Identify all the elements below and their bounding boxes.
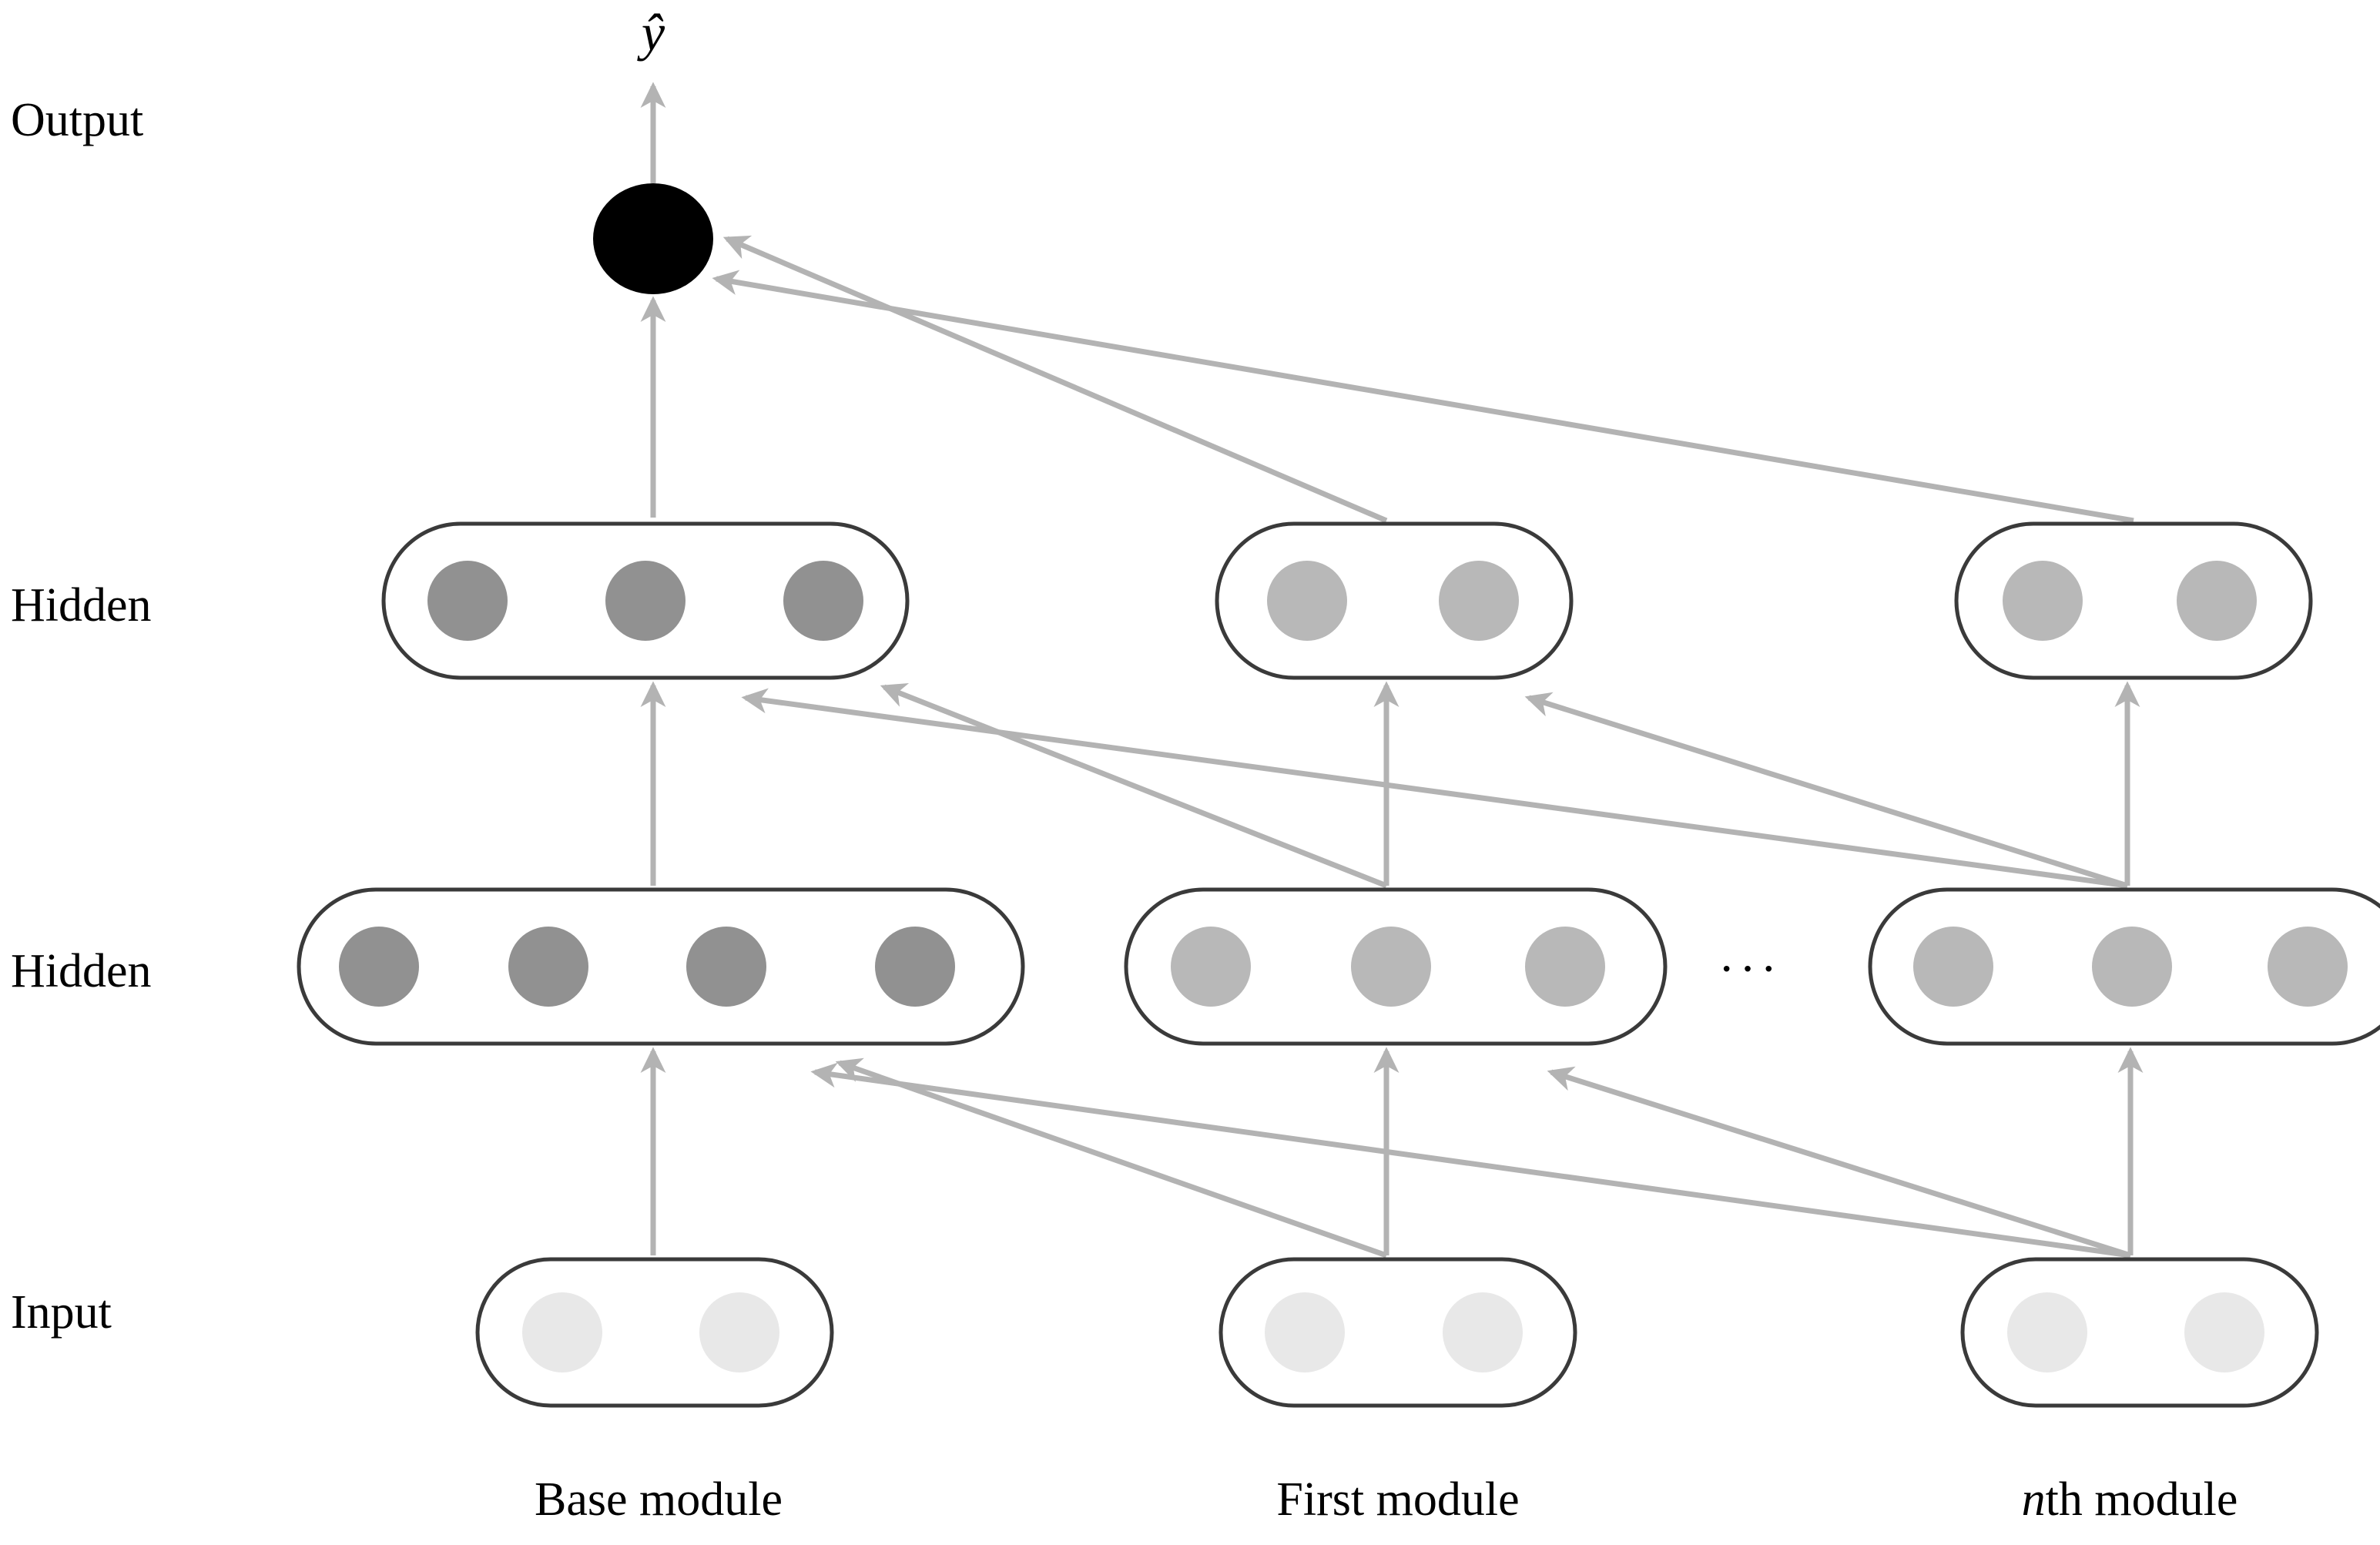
output-node-group bbox=[593, 183, 713, 294]
module-label-first-text: First module bbox=[1276, 1473, 1520, 1526]
neuron-first-input-1[interactable] bbox=[1443, 1292, 1523, 1372]
capsule-nth-hidden-upper[interactable] bbox=[1954, 521, 2313, 680]
neuron-first-hidden-upper-1[interactable] bbox=[1439, 561, 1519, 641]
arrow-nth-input-to-base-hidden-lower bbox=[810, 1062, 2131, 1258]
arrow-first-hidden-upper-to-output bbox=[722, 235, 1388, 524]
module-label-base-text: Base module bbox=[535, 1473, 783, 1526]
capsule-base-hidden-lower[interactable] bbox=[297, 887, 1025, 1046]
arrow-nth-hidden-upper-to-output bbox=[712, 270, 2134, 524]
neuron-base-input-0[interactable] bbox=[522, 1292, 602, 1372]
module-label-nth-text: th module bbox=[2045, 1473, 2238, 1526]
arrow-nth-hidden-lower-to-first-hidden-upper bbox=[1524, 692, 2129, 889]
neuron-base-hidden-lower-3[interactable] bbox=[875, 927, 955, 1007]
neuron-first-hidden-upper-0[interactable] bbox=[1267, 561, 1347, 641]
y-hat-label: ŷ bbox=[641, 3, 665, 62]
neuron-base-hidden-upper-0[interactable] bbox=[427, 561, 508, 641]
neuron-base-hidden-lower-0[interactable] bbox=[339, 927, 419, 1007]
row-label-output: Output bbox=[11, 94, 144, 146]
capsule-first-hidden-lower[interactable] bbox=[1124, 887, 1668, 1046]
capsule-first-input[interactable] bbox=[1218, 1257, 1577, 1408]
capsule-first-hidden-upper[interactable] bbox=[1215, 521, 1574, 680]
neuron-base-input-1[interactable] bbox=[699, 1292, 779, 1372]
neuron-nth-hidden-upper-0[interactable] bbox=[2003, 561, 2083, 641]
arrow-nth-hidden-lower-to-base-hidden-upper bbox=[741, 688, 2128, 889]
neuron-base-hidden-upper-2[interactable] bbox=[783, 561, 863, 641]
module-label-first: First module bbox=[1276, 1476, 1519, 1523]
neuron-nth-hidden-upper-1[interactable] bbox=[2177, 561, 2257, 641]
neuron-nth-input-0[interactable] bbox=[2007, 1292, 2087, 1372]
arrow-first-input-to-base-hidden-lower bbox=[835, 1057, 1388, 1258]
neuron-first-hidden-lower-2[interactable] bbox=[1525, 927, 1605, 1007]
neuron-first-hidden-lower-1[interactable] bbox=[1351, 927, 1431, 1007]
capsule-base-hidden-upper[interactable] bbox=[381, 521, 910, 680]
neuron-nth-hidden-lower-0[interactable] bbox=[1913, 927, 1993, 1007]
layer-capsules bbox=[297, 521, 2380, 1408]
neuron-nth-input-1[interactable] bbox=[2184, 1292, 2264, 1372]
neuron-first-input-0[interactable] bbox=[1265, 1292, 1345, 1372]
module-label-nth-index: n bbox=[2021, 1473, 2046, 1526]
neuron-first-hidden-lower-0[interactable] bbox=[1171, 927, 1251, 1007]
capsule-nth-hidden-lower[interactable] bbox=[1868, 887, 2380, 1046]
neuron-nth-hidden-lower-2[interactable] bbox=[2268, 927, 2348, 1007]
capsule-outline-base-hidden-lower bbox=[297, 887, 1025, 1046]
arrow-nth-input-to-first-hidden-lower bbox=[1547, 1066, 2132, 1258]
capsule-nth-input[interactable] bbox=[1960, 1257, 2319, 1408]
output-neuron[interactable] bbox=[593, 183, 713, 294]
row-label-hidden-lower: Hidden bbox=[11, 945, 152, 997]
module-label-base: Base module bbox=[535, 1476, 783, 1523]
arrow-first-hidden-lower-to-base-hidden-upper bbox=[880, 683, 1388, 889]
row-label-hidden-upper: Hidden bbox=[11, 579, 152, 632]
neuron-nth-hidden-lower-1[interactable] bbox=[2092, 927, 2172, 1007]
ellipsis-separator: ··· bbox=[1718, 941, 1782, 996]
neuron-base-hidden-upper-1[interactable] bbox=[605, 561, 686, 641]
capsule-base-input[interactable] bbox=[475, 1257, 834, 1408]
neuron-base-hidden-lower-2[interactable] bbox=[686, 927, 766, 1007]
connection-arrows bbox=[640, 82, 2144, 1258]
neuron-base-hidden-lower-1[interactable] bbox=[508, 927, 588, 1007]
row-label-input: Input bbox=[11, 1286, 112, 1339]
module-label-nth: nth module bbox=[2022, 1476, 2238, 1523]
